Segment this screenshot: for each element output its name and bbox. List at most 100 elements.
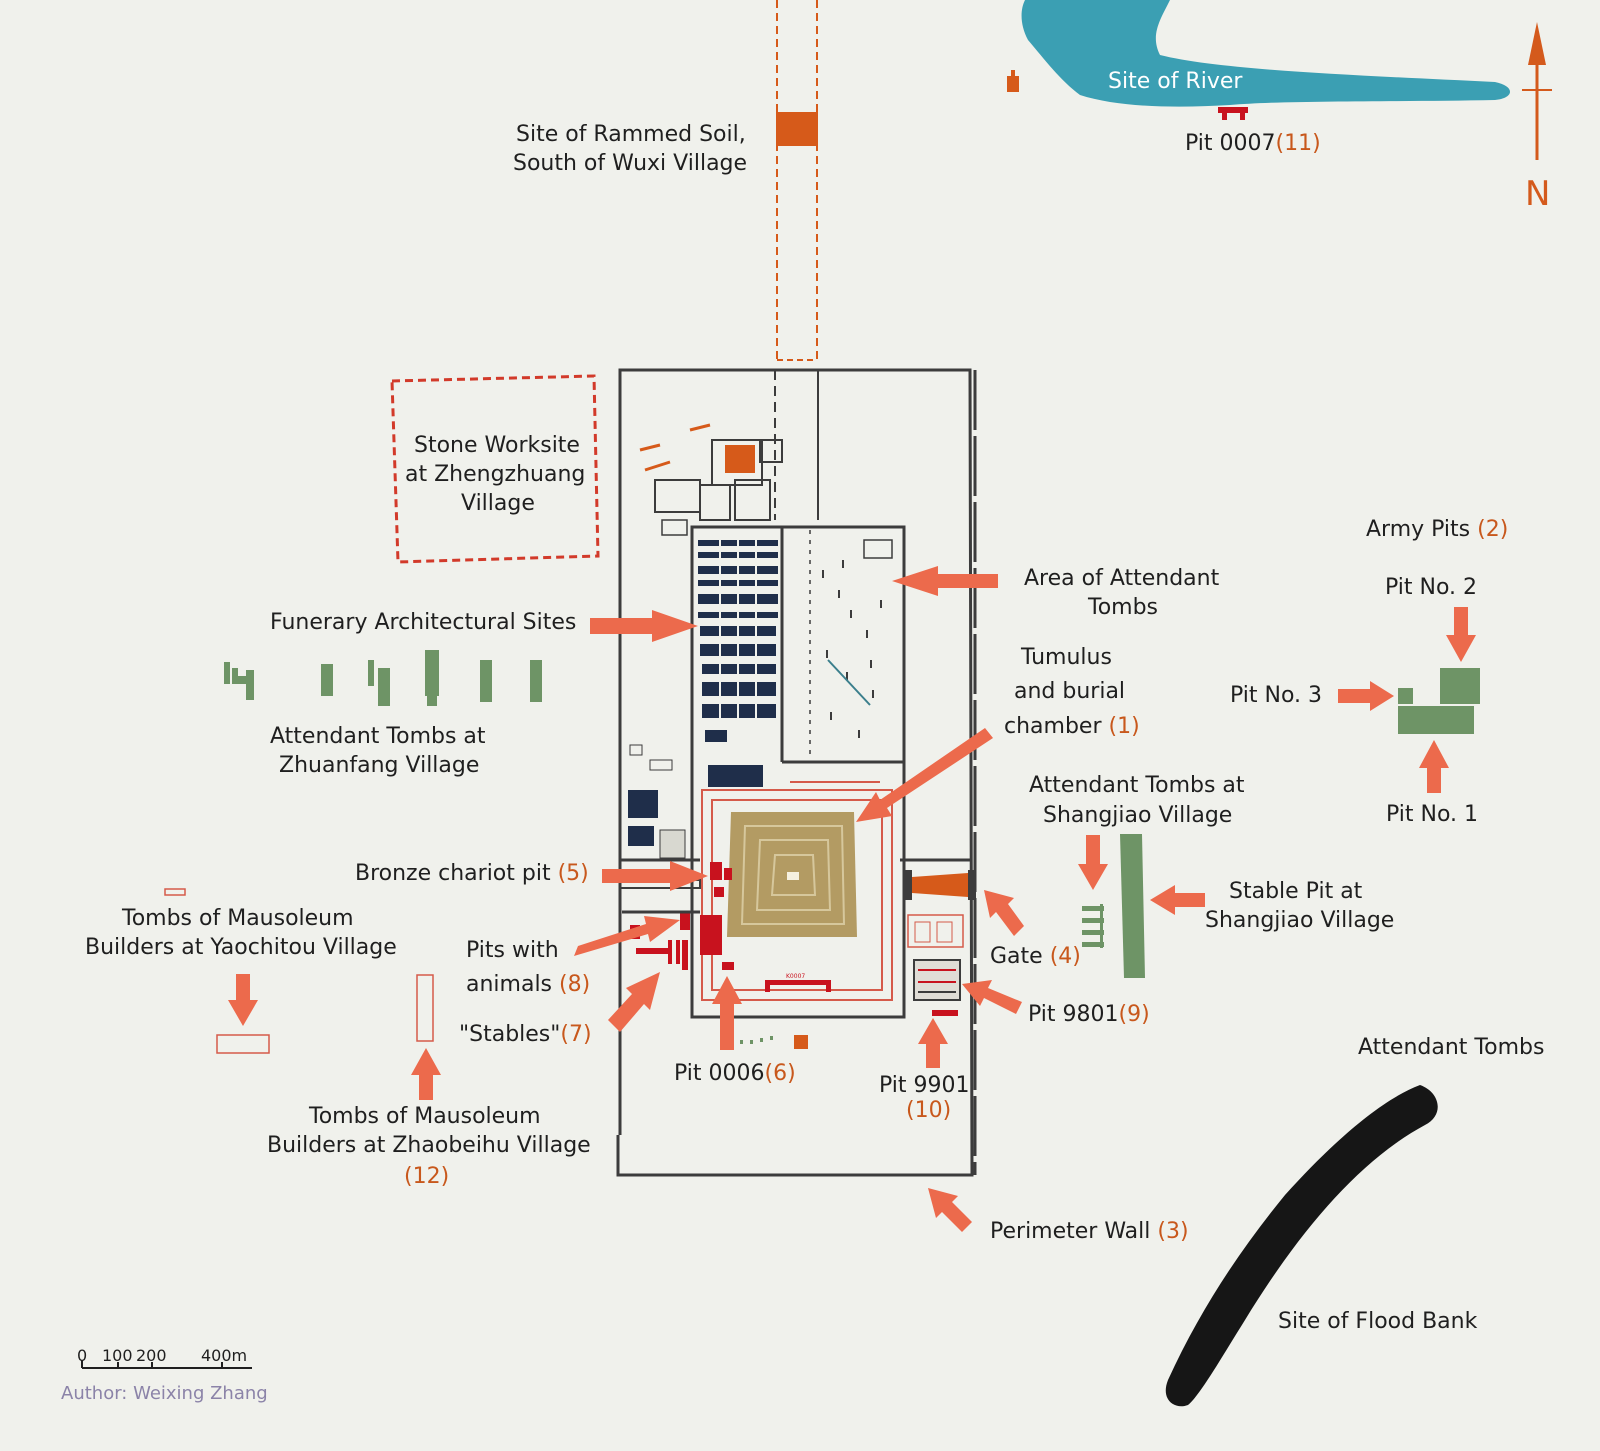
arrow-pit-no2 — [1446, 607, 1476, 662]
svg-text:Perimeter Wall (3): Perimeter Wall (3) — [990, 1219, 1189, 1244]
pit-no2-label: Pit No. 2 — [1385, 575, 1477, 600]
arrow-pit-0006 — [712, 976, 742, 1050]
arrow-pit-no1 — [1419, 740, 1449, 793]
scale-bar: 0 100 200 400m — [77, 1346, 252, 1369]
pit-0006-label: Pit 0006 — [674, 1061, 765, 1086]
road-corridor — [776, 0, 818, 361]
arrow-bronze-chariot — [602, 861, 708, 891]
svg-text:Pit 0007(11): Pit 0007(11) — [1185, 131, 1321, 156]
west-inner-structures — [619, 744, 701, 914]
tumulus-label-2: and burial — [1014, 679, 1125, 704]
yaochitou-small-mark — [164, 888, 186, 896]
river-label: Site of River — [1108, 69, 1243, 94]
east-inner-structures — [907, 914, 964, 1001]
scale-tick-400m: 400m — [201, 1346, 247, 1365]
pit-0007-number: (11) — [1276, 131, 1321, 156]
arrow-gate — [984, 890, 1024, 936]
northern-building-complex — [639, 423, 783, 536]
shangjiao-label-2: Shangjiao Village — [1043, 803, 1232, 828]
attendant-area-label-1: Area of Attendant — [1024, 566, 1220, 591]
svg-text:Bronze chariot pit (5): Bronze chariot pit (5) — [355, 861, 589, 886]
zhaobeihu-label-1: Tombs of Mausoleum — [308, 1104, 541, 1129]
north-label: N — [1525, 174, 1550, 214]
stone-worksite-label-3: Village — [461, 491, 535, 516]
scale-tick-0: 0 — [77, 1346, 87, 1365]
zhaobeihu-number: (12) — [404, 1164, 449, 1189]
gate-number: (4) — [1050, 944, 1081, 969]
stable-label-2: Shangjiao Village — [1205, 908, 1394, 933]
arrow-tumulus — [856, 728, 993, 822]
stables-number: (7) — [560, 1022, 591, 1047]
arrow-attendant-area — [892, 566, 998, 596]
tumulus — [727, 812, 857, 937]
perimeter-wall — [616, 368, 977, 1177]
north-arrow: N — [1522, 22, 1552, 214]
arrow-stable-pit — [1150, 885, 1205, 915]
svg-text:Pit 0006(6): Pit 0006(6) — [674, 1061, 796, 1086]
pit-no3-label: Pit No. 3 — [1230, 683, 1322, 708]
arrow-shangjiao-tombs — [1078, 835, 1108, 890]
inner-enclosure — [690, 525, 906, 1019]
shangjiao-label-1: Attendant Tombs at — [1029, 773, 1245, 798]
animals-label-1: Pits with — [466, 938, 559, 963]
arrow-yaochitou — [228, 974, 258, 1026]
attendant-area-label-2: Tombs — [1087, 595, 1158, 620]
attendant-tomb-markers — [822, 560, 882, 738]
pit-k0007-tag: K0007 — [786, 973, 805, 980]
perimeter-wall-label: Perimeter Wall — [990, 1219, 1150, 1244]
stone-worksite-label-1: Stone Worksite — [414, 433, 580, 458]
rammed-soil-label-1: Site of Rammed Soil, — [516, 122, 746, 147]
arrow-animals — [574, 916, 680, 956]
army-pits — [1398, 668, 1480, 734]
yaochitou-label-1: Tombs of Mausoleum — [121, 906, 354, 931]
bronze-chariot-label: Bronze chariot pit — [355, 861, 551, 886]
gate-label: Gate — [990, 944, 1043, 969]
flood-bank — [1165, 1085, 1438, 1407]
stone-worksite-boundary — [390, 374, 600, 564]
east-gate — [904, 870, 976, 900]
arrow-pit-no3 — [1338, 681, 1394, 711]
arrow-pit-9901 — [918, 1018, 948, 1068]
attendant-tombs-label: Attendant Tombs — [1358, 1035, 1544, 1060]
stone-worksite-label-2: at Zhengzhuang — [405, 462, 585, 487]
arrow-pit-9801 — [962, 980, 1022, 1014]
stables-label: "Stables" — [459, 1022, 560, 1047]
stable-label-1: Stable Pit at — [1229, 879, 1363, 904]
army-pits-label: Army Pits — [1366, 517, 1470, 542]
yaochitou-tombs — [216, 1034, 270, 1054]
arrow-perimeter-wall — [928, 1188, 972, 1232]
rammed-soil-site — [776, 112, 818, 146]
pit-0007-mark — [1218, 107, 1248, 113]
bronze-chariot-number: (5) — [558, 861, 589, 886]
zhuanfang-label-2: Zhuanfang Village — [279, 753, 479, 778]
scale-tick-200: 200 — [136, 1346, 167, 1365]
pit-0006-number: (6) — [765, 1061, 796, 1086]
svg-text:"Stables"(7): "Stables"(7) — [459, 1022, 592, 1047]
arrow-zhaobeihu — [411, 1048, 441, 1100]
svg-text:Pit 9801(9): Pit 9801(9) — [1028, 1002, 1150, 1027]
pit-0007-label: Pit 0007 — [1185, 131, 1276, 156]
tumulus-label-1: Tumulus — [1020, 645, 1112, 670]
svg-text:chamber (1): chamber (1) — [1004, 714, 1140, 739]
river-shape — [1021, 0, 1510, 107]
scale-tick-100: 100 — [102, 1346, 133, 1365]
army-pits-number: (2) — [1477, 517, 1508, 542]
tomb-enclosure — [701, 781, 893, 1001]
south-small-site — [794, 1035, 808, 1049]
svg-text:animals (8): animals (8) — [466, 972, 590, 997]
shangjiao-stable-pit — [1120, 834, 1145, 978]
arrow-stables — [608, 972, 660, 1032]
tumulus-label-3: chamber — [1004, 714, 1102, 739]
pit-9801-number: (9) — [1119, 1002, 1150, 1027]
animals-number: (8) — [559, 972, 590, 997]
flood-bank-label: Site of Flood Bank — [1278, 1309, 1478, 1334]
yaochitou-label-2: Builders at Yaochitou Village — [85, 935, 397, 960]
zhaobeihu-tombs — [416, 974, 434, 1042]
arrow-funerary — [590, 610, 698, 642]
zhuanfang-label-1: Attendant Tombs at — [270, 724, 486, 749]
tumulus-number: (1) — [1109, 714, 1140, 739]
perimeter-wall-number: (3) — [1157, 1219, 1188, 1244]
zhaobeihu-label-2: Builders at Zhaobeihu Village — [267, 1133, 591, 1158]
svg-text:Gate (4): Gate (4) — [990, 944, 1081, 969]
